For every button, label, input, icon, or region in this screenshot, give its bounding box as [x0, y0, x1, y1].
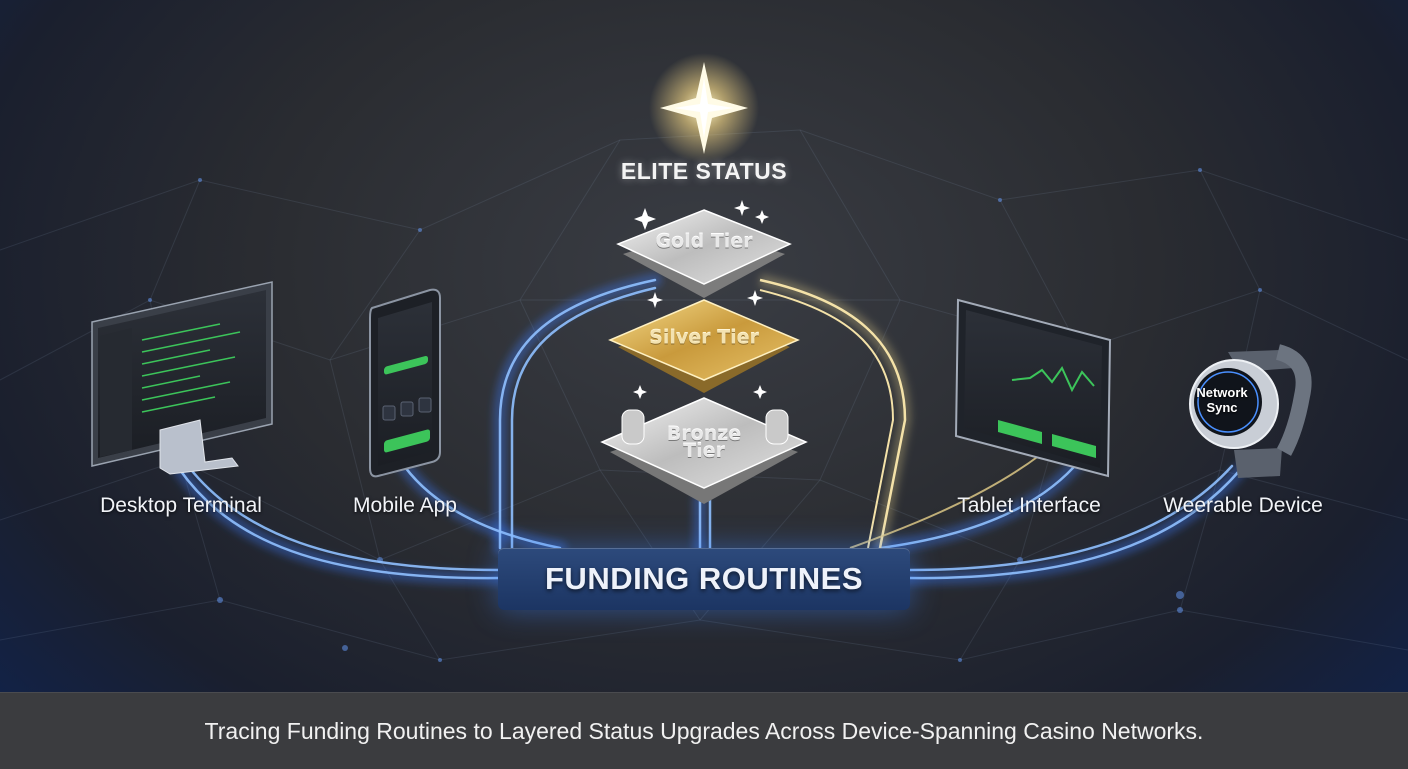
- watch-screen-text: Network Sync: [1187, 385, 1257, 415]
- diagram-stage: ELITE STATUS Gold Tier Silver Tier Bronz…: [0, 0, 1408, 692]
- tier-label-silver: Silver Tier: [644, 330, 764, 347]
- device-label-wearable: Weerable Device: [1163, 494, 1323, 518]
- desktop-monitor-icon: [92, 282, 272, 474]
- tier-label-gold: Gold Tier: [644, 234, 764, 251]
- smartphone-icon: [370, 290, 440, 477]
- star-icon: [649, 53, 759, 163]
- tablet-icon: [956, 300, 1110, 476]
- device-label-tablet: Tablet Interface: [957, 494, 1101, 518]
- device-label-mobile: Mobile App: [353, 494, 457, 518]
- caption-text: Tracing Funding Routines to Layered Stat…: [205, 718, 1204, 745]
- caption-bar: Tracing Funding Routines to Layered Stat…: [0, 692, 1408, 769]
- elite-status-label: ELITE STATUS: [621, 158, 787, 185]
- tier-label-bronze: Bronze Tier: [644, 426, 764, 460]
- hub-label: FUNDING ROUTINES: [545, 561, 863, 597]
- device-label-desktop: Desktop Terminal: [100, 494, 262, 518]
- funding-routines-hub: FUNDING ROUTINES: [498, 548, 910, 610]
